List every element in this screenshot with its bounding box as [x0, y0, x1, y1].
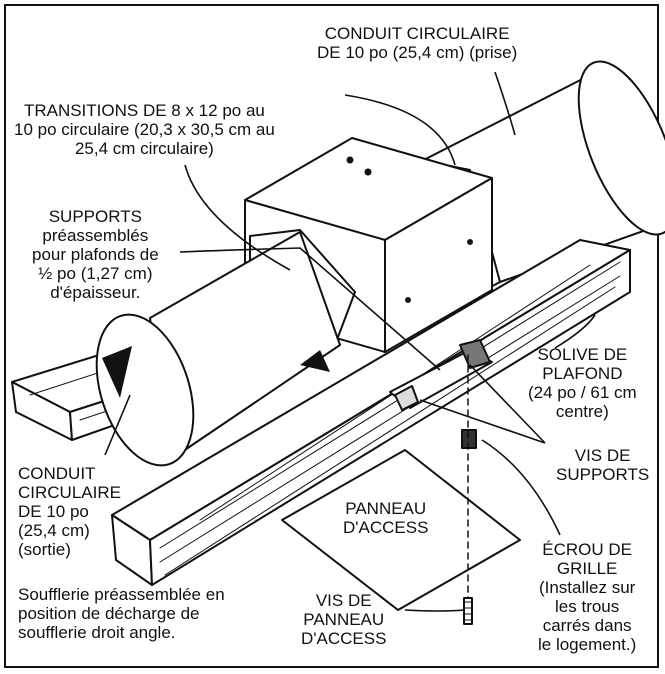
leader-supports	[179, 247, 441, 371]
leader-vis-supports	[419, 364, 546, 444]
access-panel	[281, 449, 521, 611]
diagram-frame	[4, 4, 659, 668]
access-screw	[463, 597, 473, 625]
leader-solive	[554, 314, 596, 349]
leader-transition-left	[184, 164, 291, 271]
leader-conduit-prise	[494, 71, 516, 136]
leader-vis-panneau	[404, 609, 466, 612]
grille-nut	[461, 429, 477, 449]
outlet-round-duct	[95, 229, 356, 467]
leader-conduit-sortie	[104, 394, 131, 456]
leader-transition-right	[344, 94, 456, 166]
leader-ecrou	[481, 439, 561, 536]
ceiling-joist-front	[111, 239, 631, 586]
